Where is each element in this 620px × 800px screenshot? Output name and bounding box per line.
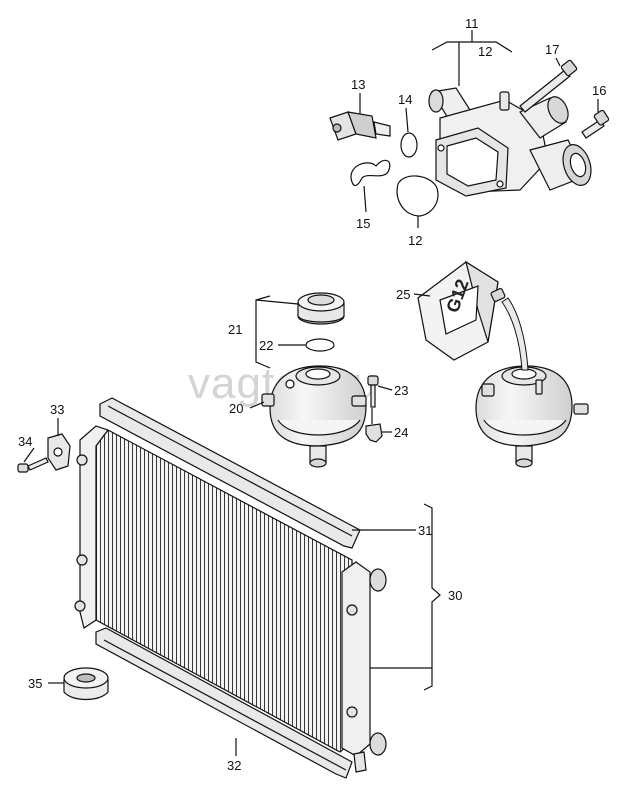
bolt-16 [581, 109, 610, 139]
callout-20: 20 [229, 401, 243, 416]
callout-33: 33 [50, 402, 64, 417]
leader-lines [23, 30, 599, 756]
screw-34 [17, 457, 49, 473]
callout-25: 25 [396, 287, 410, 302]
callout-14: 14 [398, 92, 412, 107]
radiator-right-tank [341, 561, 371, 757]
callout-15: 15 [356, 216, 370, 231]
bolt-17 [519, 59, 578, 113]
callout-labels: 11 12 17 16 13 14 15 12 25 21 22 23 20 2… [18, 16, 606, 773]
callout-24: 24 [394, 425, 408, 440]
callout-17: 17 [545, 42, 559, 57]
radiator-30 [74, 397, 387, 779]
upper-seal-strip-31 [99, 397, 361, 549]
expansion-tank-20 [261, 365, 367, 468]
gasket-12 [396, 175, 439, 217]
callout-32: 32 [227, 758, 241, 773]
expansion-tank-filling [475, 365, 589, 468]
callout-12-bottom: 12 [408, 233, 422, 248]
callout-13: 13 [351, 77, 365, 92]
radiator-left-tank [79, 425, 109, 629]
callout-22: 22 [259, 338, 273, 353]
o-ring-14 [400, 132, 418, 158]
coolant-canister-25: G12 [417, 260, 529, 371]
temperature-sender-13 [329, 111, 391, 141]
callout-11: 11 [465, 16, 479, 31]
callout-23: 23 [394, 383, 408, 398]
mounting-bracket-33 [47, 433, 71, 471]
callout-12-top: 12 [478, 44, 492, 59]
lower-seal-strip-32 [95, 627, 353, 779]
rubber-mount-35 [63, 667, 109, 701]
callout-16: 16 [592, 83, 606, 98]
screw-23 [367, 375, 379, 408]
callout-31: 31 [418, 523, 432, 538]
callout-34: 34 [18, 434, 32, 449]
filler-cap-21 [297, 292, 345, 325]
retaining-clip-15 [350, 159, 391, 187]
callout-30: 30 [448, 588, 462, 603]
callout-35: 35 [28, 676, 42, 691]
coolant-flange-assembly [428, 87, 592, 197]
clip-24 [365, 408, 383, 443]
callout-21: 21 [228, 322, 242, 337]
seal-ring-22 [305, 338, 335, 352]
